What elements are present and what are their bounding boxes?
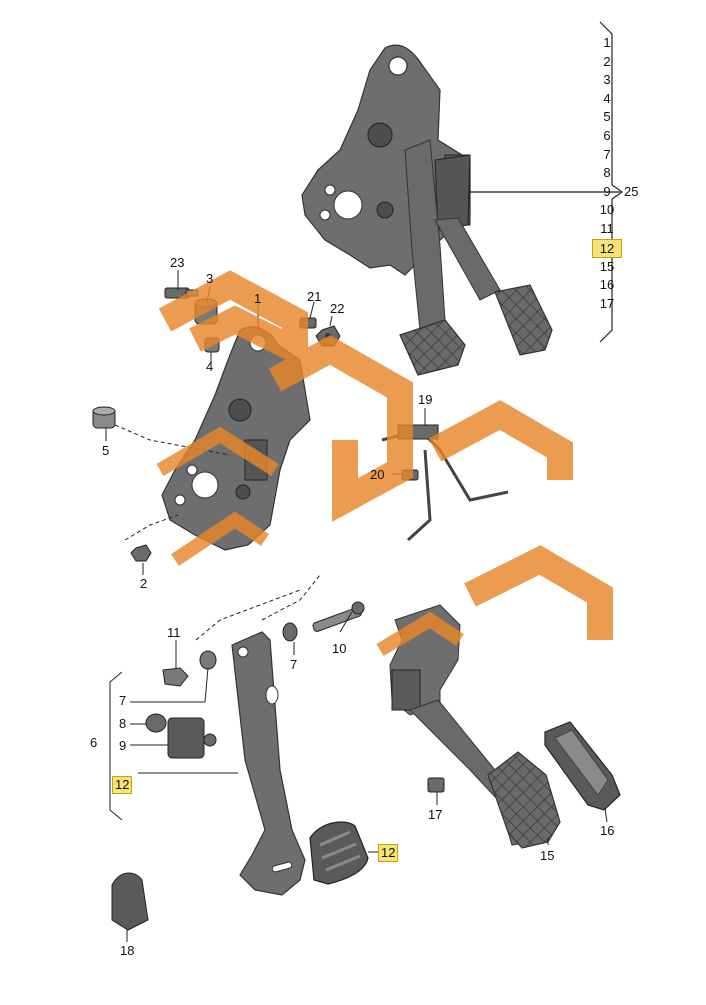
assembly-list-item[interactable]: 16: [599, 277, 615, 293]
assembly-list-item[interactable]: 2: [603, 53, 611, 69]
group-label-25: 25: [624, 184, 639, 199]
accelerator-assembly: [389, 604, 621, 849]
callout-15[interactable]: 15: [540, 848, 555, 863]
assembly-list-item[interactable]: 10: [599, 202, 615, 218]
list-bracket: [468, 21, 624, 343]
assembly-list-item[interactable]: 11: [600, 220, 614, 236]
callout-6[interactable]: 6: [90, 735, 98, 750]
cap-8: [145, 713, 167, 733]
callout-17[interactable]: 17: [428, 807, 443, 822]
manual-pedal-pad: [309, 821, 369, 885]
callout-7-left[interactable]: 7: [119, 693, 127, 708]
nut-2: [130, 544, 152, 562]
bushing-5: [92, 406, 116, 429]
watermark: [156, 270, 613, 657]
callout-5[interactable]: 5: [102, 443, 110, 458]
manual-pedal-assembly: [231, 631, 369, 896]
assembly-list-item[interactable]: 6: [603, 127, 611, 143]
nut-7-center: [282, 622, 298, 642]
manual-pedal-arm: [231, 631, 306, 896]
assembly-list-item[interactable]: 7: [603, 146, 611, 162]
callout-1[interactable]: 1: [254, 291, 262, 306]
bolt-17: [427, 777, 445, 793]
callout-7-center[interactable]: 7: [290, 657, 298, 672]
assembly-list-item[interactable]: 5: [603, 109, 611, 125]
assembly-list-item[interactable]: 15: [599, 258, 615, 274]
callout-4[interactable]: 4: [206, 359, 214, 374]
sensor-9: [167, 717, 217, 759]
callout-20[interactable]: 20: [370, 467, 385, 482]
callout-10[interactable]: 10: [332, 641, 347, 656]
assembly-list-item[interactable]: 4: [603, 90, 611, 106]
stop-18: [111, 872, 149, 931]
assembly-list-item[interactable]: 3: [603, 72, 611, 88]
assembly-list-item[interactable]: 1: [603, 35, 611, 50]
pedal-box-assembly: [301, 44, 553, 376]
assembly-list-item[interactable]: 9: [603, 183, 611, 199]
callout-11[interactable]: 11: [167, 625, 181, 640]
top-pad-right: [494, 284, 553, 356]
callout-23[interactable]: 23: [170, 255, 185, 270]
clip-11: [162, 650, 217, 687]
callout-21[interactable]: 21: [307, 289, 322, 304]
callout-16[interactable]: 16: [600, 823, 615, 838]
callout-12-right[interactable]: 12: [378, 844, 399, 862]
assembly-list-item[interactable]: 8: [603, 165, 611, 181]
callout-8[interactable]: 8: [119, 716, 127, 731]
callout-12-left[interactable]: 12: [112, 776, 133, 794]
top-pad-left: [399, 319, 466, 376]
callout-3[interactable]: 3: [206, 271, 214, 286]
callout-2[interactable]: 2: [140, 576, 148, 591]
callout-22[interactable]: 22: [330, 301, 345, 316]
assembly-list-item[interactable]: 17: [599, 295, 615, 311]
callout-9[interactable]: 9: [119, 738, 127, 753]
callout-18[interactable]: 18: [120, 943, 135, 958]
accelerator-pad: [487, 751, 561, 849]
callout-19[interactable]: 19: [418, 392, 433, 407]
assembly-list-item[interactable]: 12: [592, 238, 622, 258]
pin-10: [312, 601, 365, 632]
